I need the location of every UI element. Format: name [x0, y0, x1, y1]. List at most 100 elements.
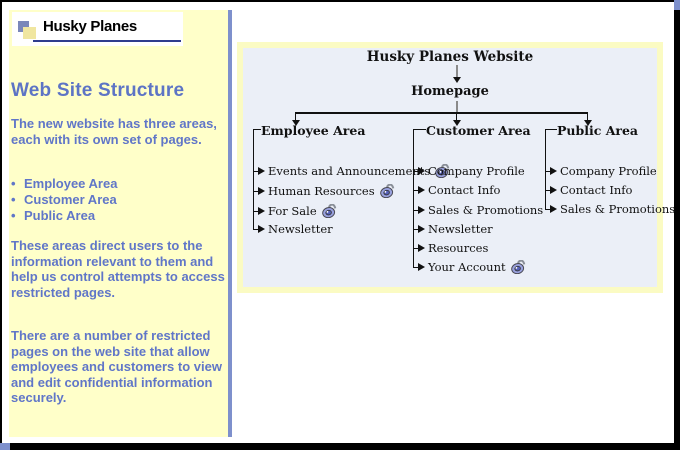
connector-stub [545, 208, 550, 210]
bullet-label: Customer Area [24, 192, 117, 207]
site-structure-diagram: Husky Planes Website Homepage Employee A… [237, 42, 675, 293]
logo-underline [33, 40, 181, 42]
diagram-root-title: Husky Planes Website [366, 49, 534, 65]
connector-stub [253, 170, 258, 172]
arrowhead-right-icon [258, 225, 265, 233]
arrowhead-right-icon [550, 167, 557, 175]
tree-item: Contact Info [413, 182, 500, 198]
arrowhead-right-icon [418, 167, 425, 175]
tree-item: Your Account [413, 259, 527, 275]
bullet-label: Employee Area [24, 176, 118, 191]
tree-item-label: Newsletter [268, 222, 333, 236]
frame-border-left [0, 0, 2, 450]
tree-item: Sales & Promotions [413, 202, 543, 218]
logo: Husky Planes [12, 12, 183, 46]
intro-paragraph: The new website has three areas, each wi… [11, 116, 217, 147]
bracket-stub [253, 129, 261, 130]
connector-homepage-branch [456, 101, 458, 112]
tree-item-label: Resources [428, 241, 489, 255]
connector-branch-customer [456, 112, 457, 120]
connector-branch-horizontal [295, 112, 588, 114]
sidebar: Husky Planes Web Site Structure The new … [9, 10, 232, 437]
bracket-vertical-employee [253, 129, 254, 229]
tree-item-label: Contact Info [560, 183, 633, 197]
tree-item-label: Newsletter [428, 222, 493, 236]
logo-square-yellow-icon [23, 27, 36, 39]
arrowhead-right-icon [418, 186, 425, 194]
frame-border-right [674, 0, 680, 450]
tree-item-label: Sales & Promotions [560, 202, 676, 216]
logo-text: Husky Planes [43, 18, 137, 35]
tree-item: Company Profile [545, 163, 657, 179]
tree-item-label: Company Profile [428, 164, 525, 178]
connector-stub [253, 210, 258, 212]
connector-stub [413, 228, 418, 230]
tree-item: For Sale [253, 203, 338, 219]
arrowhead-right-icon [550, 205, 557, 213]
tree-item-label: Human Resources [268, 184, 375, 198]
tree-item: Events and Announcements [253, 163, 451, 179]
bullet-item-public-area: • Public Area [11, 208, 117, 224]
scrollbar-accent-bottom-left [0, 443, 10, 450]
arrowhead-right-icon [418, 206, 425, 214]
tree-item-label: Contact Info [428, 183, 501, 197]
arrowhead-right-icon [258, 167, 265, 175]
arrowhead-right-icon [258, 207, 265, 215]
logo-square-blue-icon [18, 21, 29, 32]
lock-icon [379, 184, 394, 198]
tree-item: Newsletter [253, 221, 333, 237]
frame-border-top [0, 0, 680, 2]
bullet-item-customer-area: • Customer Area [11, 192, 117, 208]
tree-item: Resources [413, 240, 488, 256]
tree-item: Human Resources [253, 183, 396, 199]
page-title: Web Site Structure [11, 80, 185, 101]
bullet-label: Public Area [24, 208, 96, 223]
lock-icon [321, 204, 336, 218]
tree-item: Company Profile [413, 163, 525, 179]
arrowhead-right-icon [258, 187, 265, 195]
connector-stub [413, 266, 418, 268]
connector-stub [413, 170, 418, 172]
tree-item: Newsletter [413, 221, 493, 237]
arrowhead-down-icon [584, 120, 592, 126]
bracket-stub [413, 129, 426, 130]
area-bullet-list: • Employee Area • Customer Area • Public… [11, 176, 117, 224]
connector-stub [545, 170, 550, 172]
area-heading-employee: Employee Area [261, 123, 366, 138]
arrowhead-right-icon [418, 244, 425, 252]
connector-stub [253, 190, 258, 192]
arrowhead-down-icon [292, 120, 300, 126]
tree-item: Sales & Promotions [545, 201, 675, 217]
bullet-item-employee-area: • Employee Area [11, 176, 117, 192]
access-control-paragraph: These areas direct users to the informat… [11, 238, 225, 300]
area-heading-public: Public Area [557, 123, 639, 138]
arrowhead-right-icon [418, 225, 425, 233]
area-heading-customer: Customer Area [426, 123, 531, 138]
homepage-node: Homepage [411, 84, 489, 99]
restricted-pages-paragraph: There are a number of restricted pages o… [11, 328, 222, 405]
tree-item-label: Sales & Promotions [428, 203, 544, 217]
arrowhead-right-icon [418, 263, 425, 271]
arrowhead-right-icon [550, 186, 557, 194]
connector-root-homepage [456, 65, 458, 77]
connector-branch-public [587, 112, 588, 120]
lock-icon [435, 164, 450, 178]
frame-border-bottom [0, 443, 680, 450]
bracket-stub [545, 129, 557, 130]
connector-stub [413, 189, 418, 191]
tree-item-label: Your Account [428, 260, 506, 274]
connector-stub [413, 209, 418, 211]
bracket-vertical-customer [413, 129, 414, 267]
connector-stub [545, 189, 550, 191]
tree-item-label: Events and Announcements [268, 164, 431, 178]
arrowhead-down-icon [453, 120, 461, 126]
scrollbar-accent-top-right [674, 0, 680, 10]
bracket-vertical-public [545, 129, 546, 209]
bullet-dot-icon: • [11, 192, 16, 207]
bullet-dot-icon: • [11, 176, 16, 191]
bullet-dot-icon: • [11, 208, 16, 223]
tree-item-label: Company Profile [560, 164, 657, 178]
tree-item: Contact Info [545, 182, 632, 198]
connector-branch-employee [295, 112, 296, 120]
